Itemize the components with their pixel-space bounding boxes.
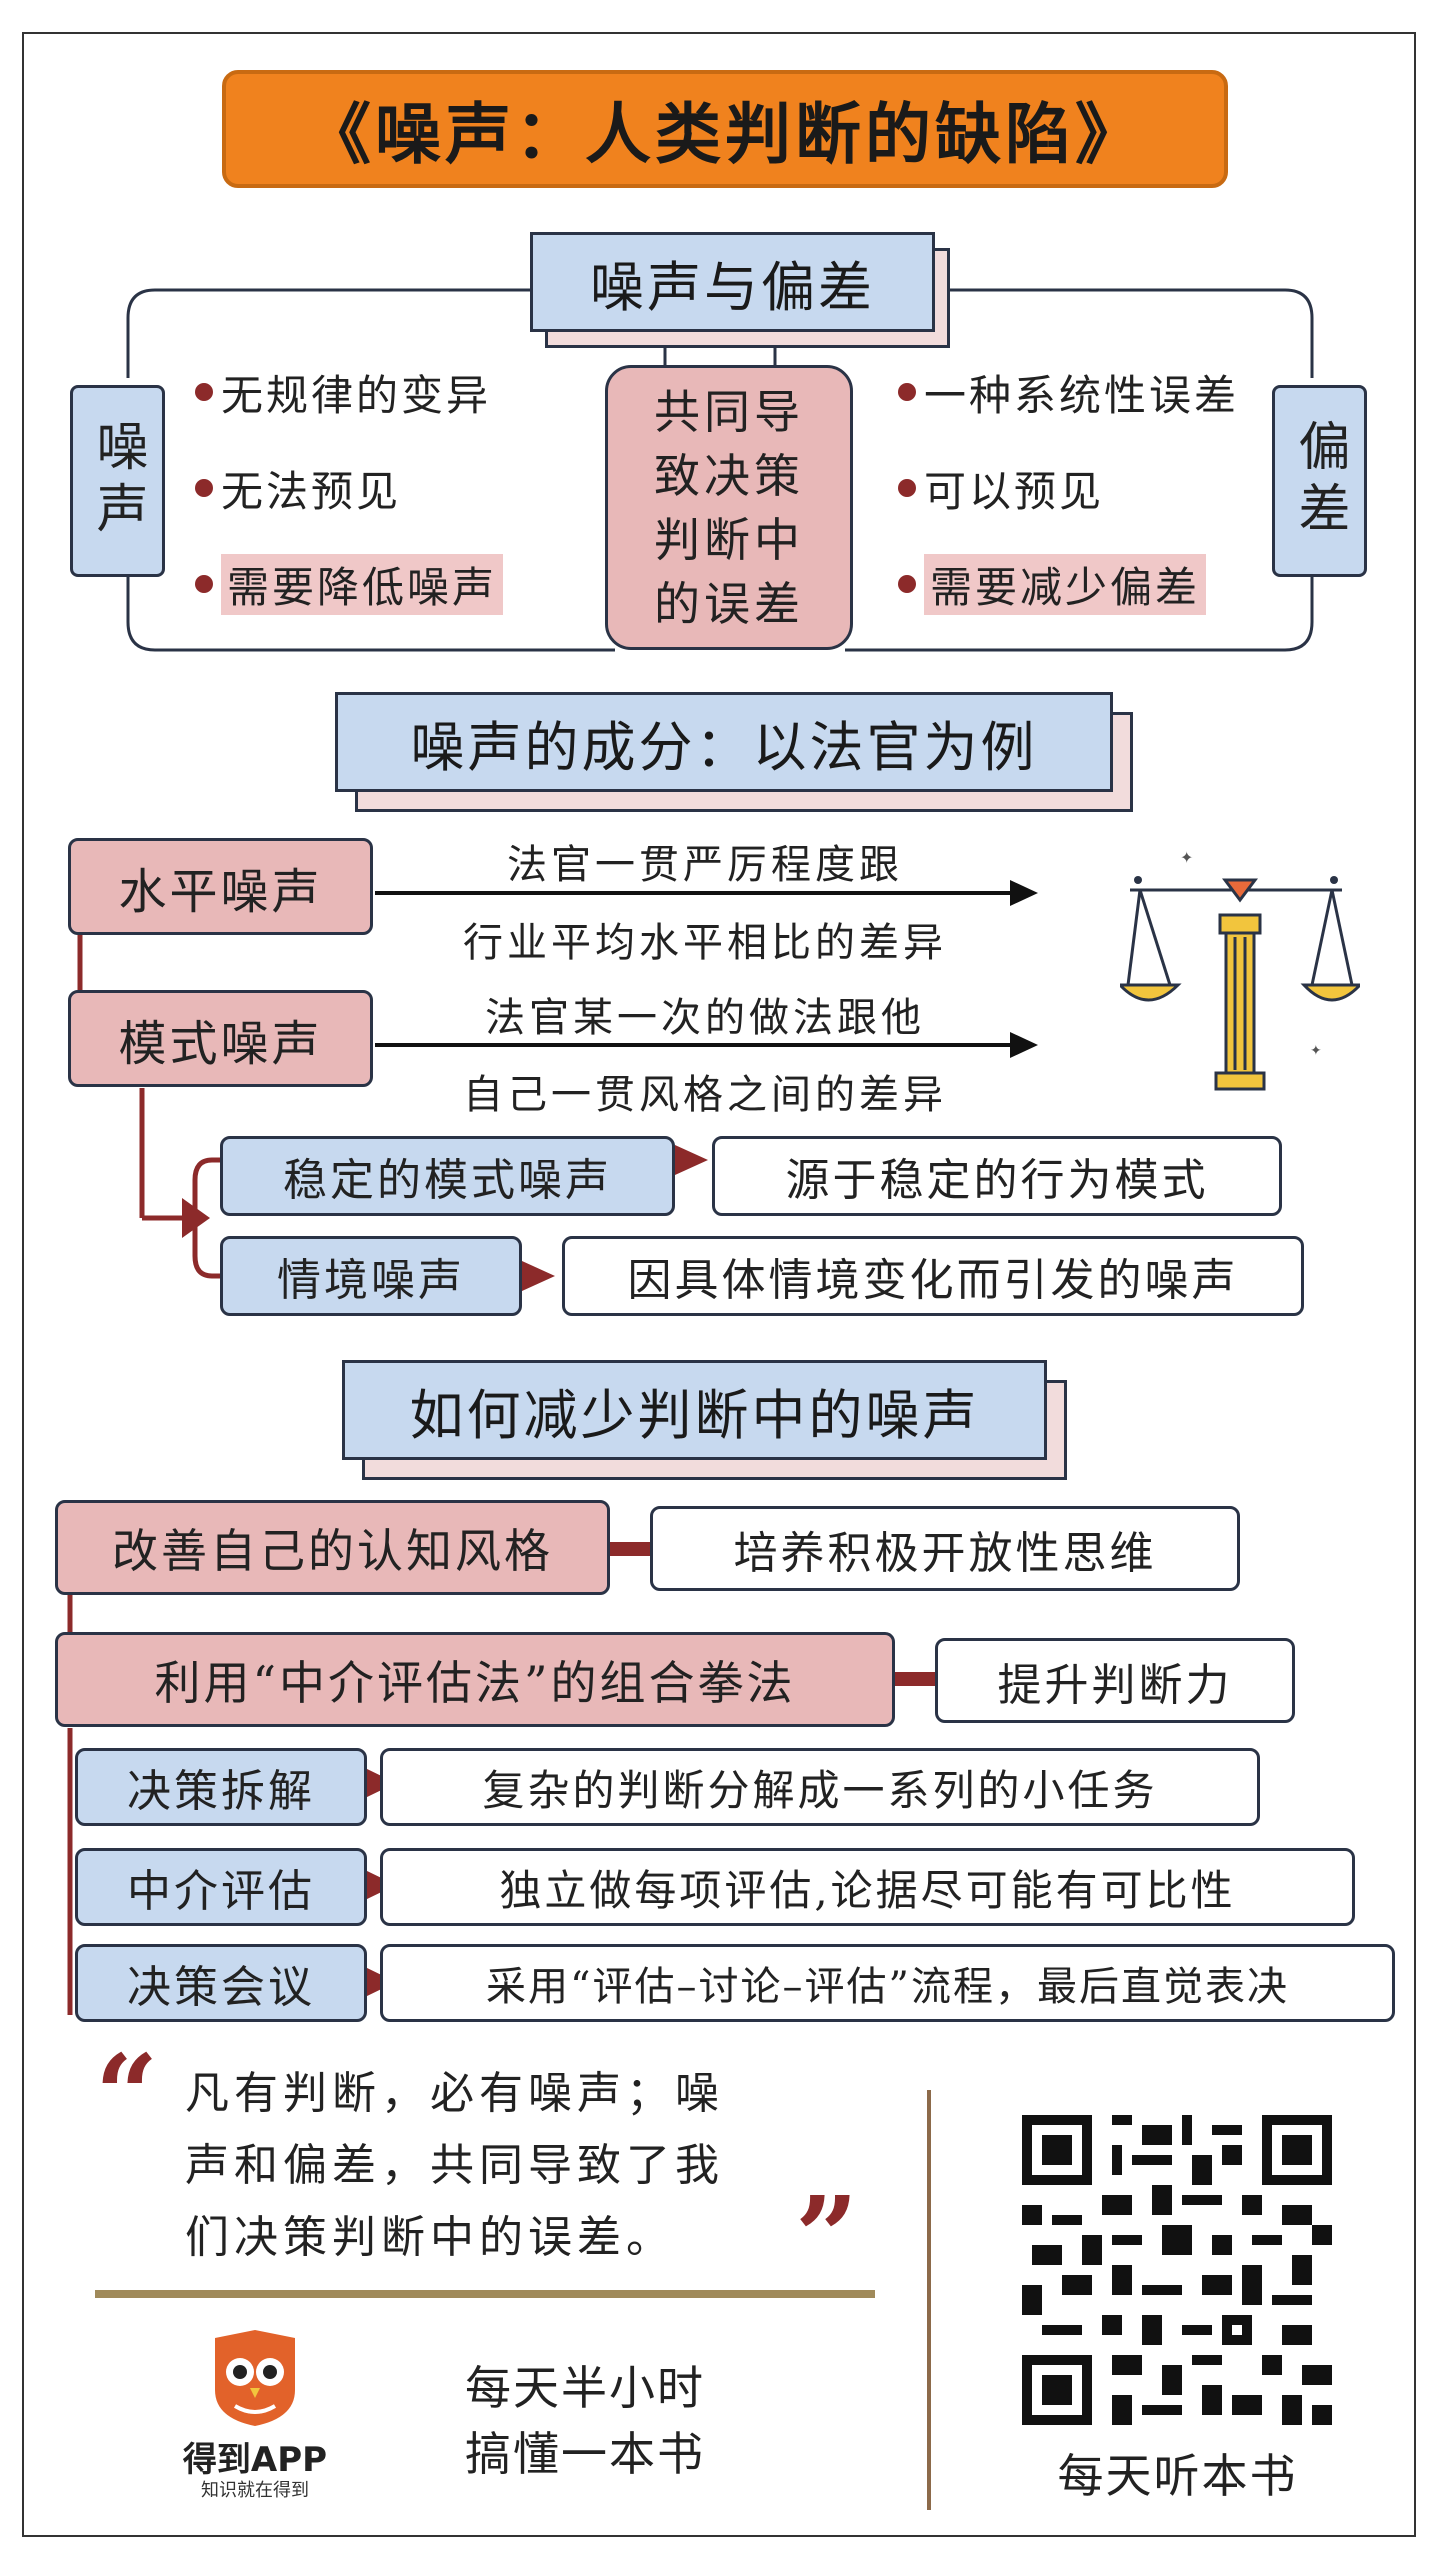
mediating-assessments-result: 提升判断力 — [935, 1638, 1295, 1723]
method-2-label: 中介评估 — [75, 1848, 367, 1926]
common-error-box: 共同导致决策判断中的误差 — [605, 365, 853, 650]
svg-text:✦: ✦ — [1180, 848, 1193, 867]
level-noise-desc-2: 行业平均水平相比的差异 — [463, 920, 947, 966]
occasion-noise-box: 情境噪声 — [220, 1236, 522, 1316]
page-title: 《噪声：人类判断的缺陷》 — [222, 70, 1228, 188]
method-2-desc: 独立做每项评估,论据尽可能有可比性 — [380, 1848, 1355, 1926]
bias-item-2: 可以预见 — [898, 458, 1104, 518]
section2-connectors — [77, 880, 1038, 1291]
quote-line-1: 凡有判断，必有噪声；噪 — [185, 2068, 724, 2119]
pattern-noise-desc-2: 自己一贯风格之间的差异 — [463, 1072, 947, 1118]
slogan-line-2: 搞懂一本书 — [465, 2427, 705, 2481]
bullet-dot — [898, 479, 916, 497]
mediating-assessments-box: 利用“中介评估法”的组合拳法 — [55, 1632, 895, 1727]
quote-divider — [95, 2290, 875, 2298]
section2-heading: 噪声的成分：以法官为例 — [335, 692, 1113, 792]
noise-item-2: 无法预见 — [195, 458, 401, 518]
method-1-desc: 复杂的判断分解成一系列的小任务 — [380, 1748, 1260, 1826]
noise-label: 噪声 — [70, 385, 165, 577]
vertical-divider — [927, 2090, 931, 2510]
quote-line-3: 们决策判断中的误差。 — [185, 2212, 675, 2263]
owl-logo-icon — [215, 2330, 295, 2426]
slogan-line-1: 每天半小时 — [465, 2361, 705, 2415]
open-quote-mark: “ — [95, 2030, 159, 2159]
brand-subtitle: 知识就在得到 — [201, 2480, 309, 2501]
stable-pattern-noise-desc: 源于稳定的行为模式 — [712, 1136, 1282, 1216]
method-1-label: 决策拆解 — [75, 1748, 367, 1826]
pattern-noise-desc-1: 法官某一次的做法跟他 — [485, 995, 925, 1041]
section1-heading: 噪声与偏差 — [530, 232, 935, 332]
bullet-dot — [898, 575, 916, 593]
method-3-label: 决策会议 — [75, 1944, 367, 2022]
improve-cognitive-style-result: 培养积极开放性思维 — [650, 1506, 1240, 1591]
noise-item-1: 无规律的变异 — [195, 362, 491, 422]
section3-connectors — [67, 1530, 970, 2015]
bullet-dot — [195, 383, 213, 401]
level-noise-box: 水平噪声 — [68, 838, 373, 935]
brand-name: 得到APP — [182, 2440, 328, 2480]
bullet-dot — [195, 575, 213, 593]
qr-code[interactable] — [1022, 2115, 1332, 2425]
level-noise-desc-1: 法官一贯严厉程度跟 — [507, 842, 903, 888]
pattern-noise-box: 模式噪声 — [68, 990, 373, 1087]
page-frame — [22, 32, 1416, 2537]
noise-item-3: 需要降低噪声 — [195, 553, 504, 615]
bias-item-3: 需要减少偏差 — [898, 553, 1207, 615]
qr-caption: 每天听本书 — [1057, 2449, 1298, 2503]
svg-text:✦: ✦ — [1310, 1043, 1322, 1059]
stable-pattern-noise-box: 稳定的模式噪声 — [220, 1136, 675, 1216]
improve-cognitive-style-box: 改善自己的认知风格 — [55, 1500, 610, 1595]
close-quote-mark: ” — [795, 2172, 859, 2301]
bullet-dot — [195, 479, 213, 497]
scales-of-justice-icon: ✦ ✦ — [1120, 848, 1360, 1091]
bullet-dot — [898, 383, 916, 401]
bias-item-1: 一种系统性误差 — [898, 362, 1239, 422]
quote-line-2: 声和偏差，共同导致了我 — [185, 2140, 724, 2191]
bias-label: 偏差 — [1272, 385, 1367, 577]
method-3-desc: 采用“评估–讨论–评估”流程，最后直觉表决 — [380, 1944, 1395, 2022]
occasion-noise-desc: 因具体情境变化而引发的噪声 — [562, 1236, 1304, 1316]
section3-heading: 如何减少判断中的噪声 — [342, 1360, 1047, 1460]
